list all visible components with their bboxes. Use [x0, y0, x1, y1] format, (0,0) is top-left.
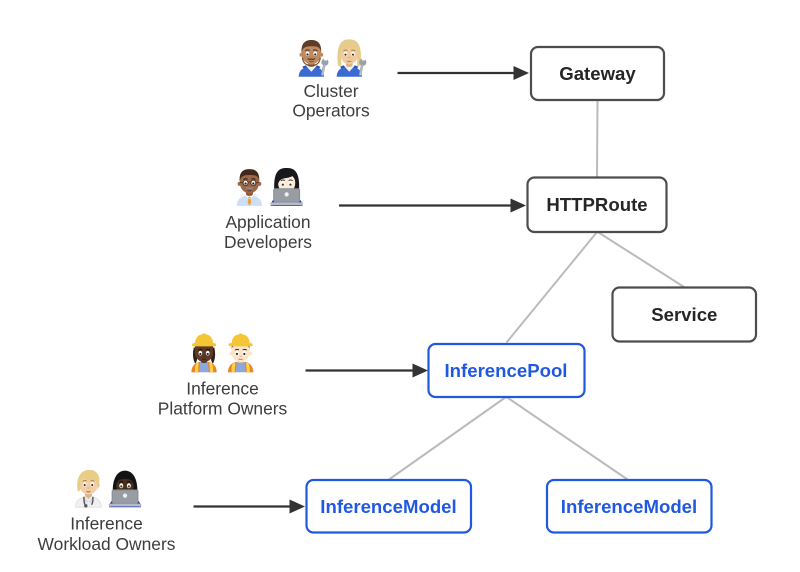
svg-text:Inference: Inference [70, 514, 143, 534]
svg-text:Developers: Developers [224, 232, 312, 252]
svg-text:Inference: Inference [186, 379, 259, 399]
svg-text:Platform Owners: Platform Owners [158, 399, 288, 419]
svg-text:InferenceModel: InferenceModel [561, 496, 697, 517]
svg-text:HTTPRoute: HTTPRoute [546, 194, 647, 215]
svg-text:Cluster: Cluster [303, 81, 358, 101]
svg-text:Service: Service [651, 304, 717, 325]
svg-text:Application: Application [225, 212, 310, 232]
svg-text:InferenceModel: InferenceModel [320, 496, 456, 517]
svg-text:Operators: Operators [292, 101, 370, 121]
svg-text:Workload Owners: Workload Owners [38, 534, 176, 554]
svg-text:Gateway: Gateway [559, 63, 636, 84]
svg-text:InferencePool: InferencePool [445, 360, 568, 381]
